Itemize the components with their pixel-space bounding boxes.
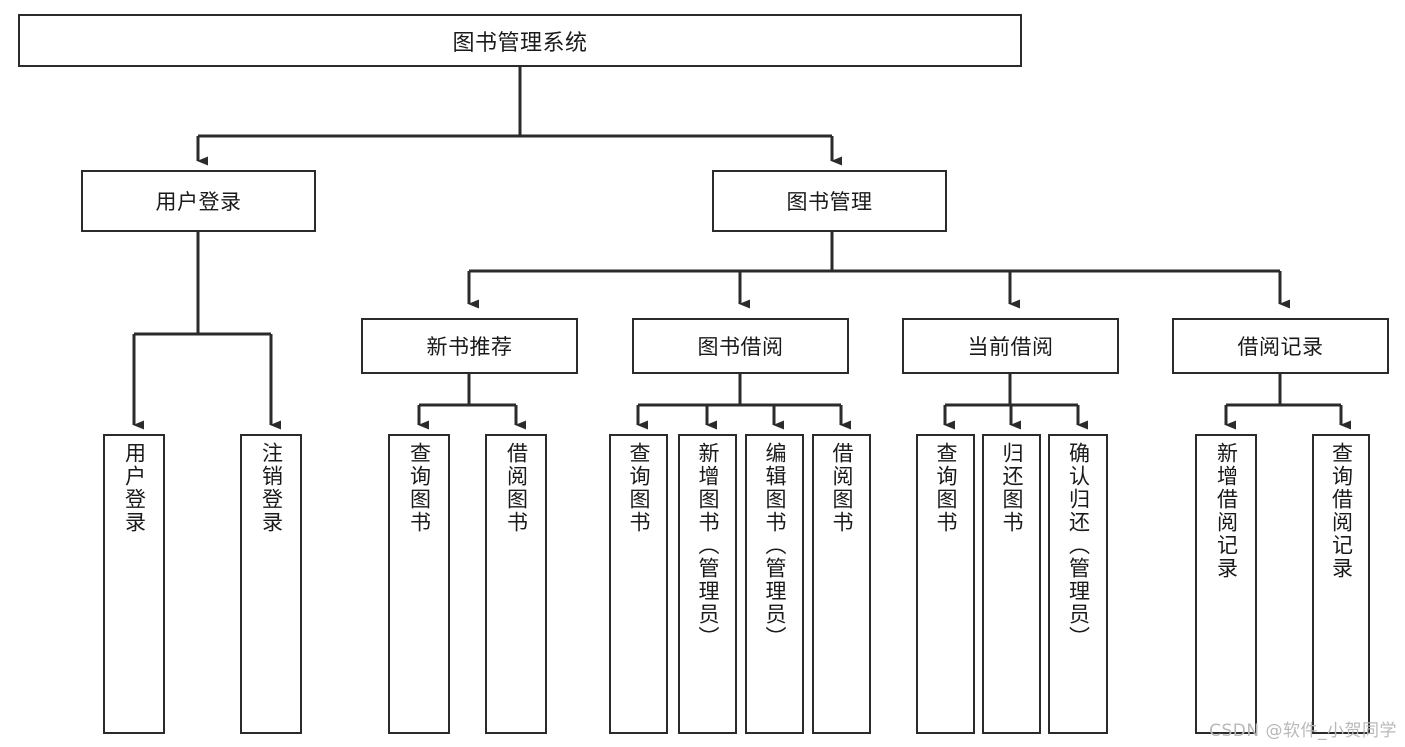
node-root-book-management-system[interactable]: 图书管理系统 [18,14,1022,67]
node-label: 借阅图书 [504,442,529,534]
node-label: 新书推荐 [426,335,513,359]
leaf-borrow-record-add[interactable]: 新增借阅记录 [1195,434,1257,734]
node-label: 确认归还（管理员） [1066,442,1091,649]
node-label: 图书借阅 [697,335,784,359]
node-label: 借阅记录 [1237,335,1324,359]
node-label: 归还图书 [1000,442,1024,534]
node-current-borrow[interactable]: 当前借阅 [902,318,1119,374]
leaf-current-borrow-return[interactable]: 归还图书 [982,434,1041,734]
node-label: 图书管理系统 [452,30,588,56]
leaf-book-borrow-borrow[interactable]: 借阅图书 [812,434,871,734]
leaf-book-borrow-edit[interactable]: 编辑图书（管理员） [745,434,804,734]
node-label: 新增图书（管理员） [696,442,720,649]
node-borrow-record[interactable]: 借阅记录 [1172,318,1389,374]
node-book-borrow[interactable]: 图书借阅 [632,318,849,374]
leaf-current-borrow-query[interactable]: 查询图书 [916,434,975,734]
watermark: CSDN @软件_小贺同学 [1209,721,1397,741]
node-label: 借阅图书 [830,442,854,534]
leaf-new-book-query[interactable]: 查询图书 [388,434,450,734]
node-label: 图书管理 [786,190,873,214]
node-label: 编辑图书（管理员） [763,442,787,649]
node-label: 查询图书 [407,442,432,534]
leaf-book-borrow-query[interactable]: 查询图书 [609,434,668,734]
node-label: 当前借阅 [967,335,1054,359]
node-label: 查询图书 [627,442,651,534]
leaf-user-login-login[interactable]: 用户登录 [103,434,165,734]
node-label: 用户登录 [155,190,242,214]
node-label: 查询借阅记录 [1329,442,1354,580]
node-new-book-recommend[interactable]: 新书推荐 [361,318,578,374]
leaf-new-book-borrow[interactable]: 借阅图书 [485,434,547,734]
node-label: 注销登录 [259,442,284,534]
leaf-book-borrow-add[interactable]: 新增图书（管理员） [678,434,737,734]
leaf-user-login-logout[interactable]: 注销登录 [240,434,302,734]
leaf-current-borrow-confirm-return[interactable]: 确认归还（管理员） [1048,434,1108,734]
node-book-management[interactable]: 图书管理 [712,170,947,232]
node-label: 用户登录 [122,442,147,534]
node-label: 查询图书 [934,442,958,534]
node-label: 新增借阅记录 [1214,442,1239,580]
leaf-borrow-record-query[interactable]: 查询借阅记录 [1312,434,1370,734]
node-user-login[interactable]: 用户登录 [81,170,316,232]
